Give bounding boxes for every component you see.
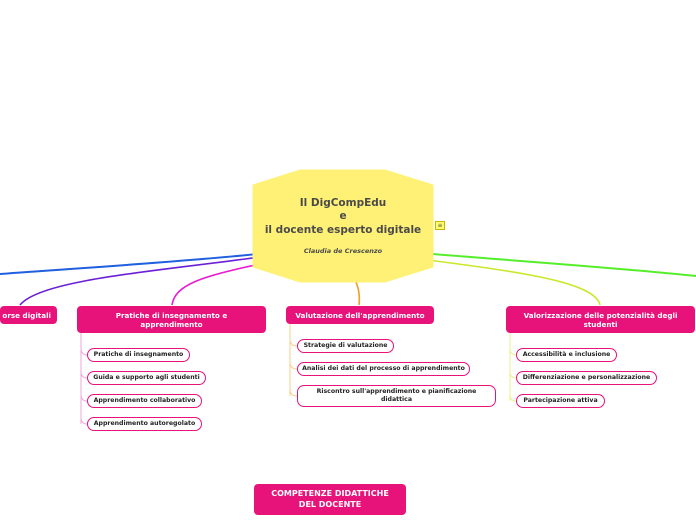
central-title: Il DigCompEdu e il docente esperto digit… [264, 196, 422, 236]
topic-valorizzazione[interactable]: Valorizzazione delle potenzialità degli … [506, 306, 695, 333]
subtopic-item[interactable]: Apprendimento collaborativo [87, 394, 202, 408]
branch-yellow [427, 259, 601, 306]
subbranch-connector [80, 416, 88, 425]
subtopic-item[interactable]: Apprendimento autoregolato [87, 417, 202, 431]
subbranch-connector [509, 393, 517, 402]
subtopic-item[interactable]: Accessibilità e inclusione [516, 348, 617, 362]
branch-purple [19, 256, 261, 306]
subtopic-item[interactable]: Differenziazione e personalizzazione [516, 371, 657, 385]
subtopic-item[interactable]: Pratiche di insegnamento [87, 348, 190, 362]
central-subtitle: Claudia de Crescenzo [303, 247, 383, 256]
subbranch-connector [289, 338, 298, 347]
subtopic-item[interactable]: Analisi dei dati del processo di apprend… [297, 362, 470, 376]
branch-green [432, 253, 696, 277]
topic-risorse-digitali[interactable]: orse digitali [0, 306, 57, 324]
subtopic-item[interactable]: Partecipazione attiva [516, 394, 605, 408]
note-icon[interactable]: ≡ [435, 221, 445, 230]
subtopic-item[interactable]: Riscontro sull'apprendimento e pianifica… [297, 385, 496, 407]
branch-magenta [171, 261, 271, 306]
topic-pratiche-insegnamento[interactable]: Pratiche di insegnamento e apprendimento [77, 306, 266, 333]
branch-blue [0, 253, 259, 275]
subtopic-item[interactable]: Strategie di valutazione [297, 339, 394, 353]
subbranch-connector [80, 370, 88, 379]
subbranch-connector [289, 361, 298, 370]
central-topic[interactable]: Il DigCompEdu e il docente esperto digit… [253, 170, 433, 282]
subtopic-item[interactable]: Guida e supporto agli studenti [87, 371, 206, 385]
subbranch-connector [509, 370, 517, 379]
branch-orange [354, 279, 361, 306]
topic-valutazione[interactable]: Valutazione dell'apprendimento [286, 306, 434, 324]
subbranch-connector [80, 347, 88, 356]
subbranch-connector [509, 347, 517, 356]
subbranch-connector [80, 393, 88, 402]
floating-topic-competenze[interactable]: COMPETENZE DIDATTICHE DEL DOCENTE [254, 484, 406, 515]
central-hexagon[interactable] [252, 169, 434, 283]
subbranch-connector [289, 388, 298, 397]
